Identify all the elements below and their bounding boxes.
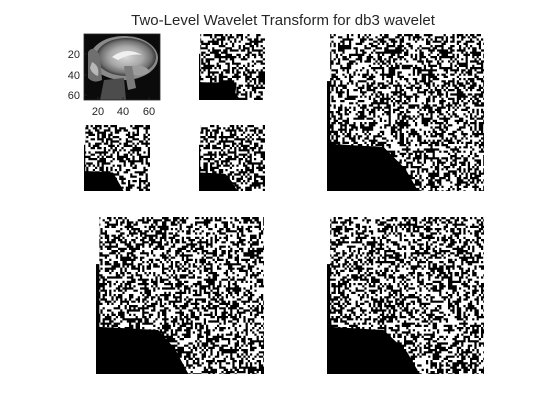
horizontal-detail-level-1-edge [327,34,331,82]
brain-image [88,36,158,100]
approximation-axes-box [83,33,161,101]
ytick-label-60: 60 [68,90,80,102]
detail-panel-h2 [199,34,265,100]
figure-title: Two-Level Wavelet Transform for db3 wave… [131,12,436,29]
ytick-label-40: 40 [68,70,80,82]
xtick-label-60: 60 [143,106,155,118]
brainstem [124,66,136,90]
corpus-callosum [112,50,142,60]
xtick-label-40: 40 [117,106,129,118]
nasal-region [90,62,99,76]
detail-panel-v1 [96,217,264,374]
diagonal-detail-level-1-edge [327,217,331,265]
detail-panel-d2 [199,125,265,191]
vertical-detail-level-1-edge [96,217,100,265]
vertical-detail-level-2-edge [84,125,86,145]
cerebellum [130,65,150,76]
neck-region [100,78,126,100]
horizontal-detail-level-2-edge [199,34,201,54]
detail-panel-d1 [327,217,484,374]
xtick-label-20: 20 [92,106,104,118]
detail-panel-v2 [84,125,150,191]
diagonal-detail-level-2-edge [199,125,201,145]
ytick-label-20: 20 [68,49,80,61]
detail-panel-h1 [327,34,484,191]
approximation-panel: 20 40 60 20 40 60 [68,33,161,118]
